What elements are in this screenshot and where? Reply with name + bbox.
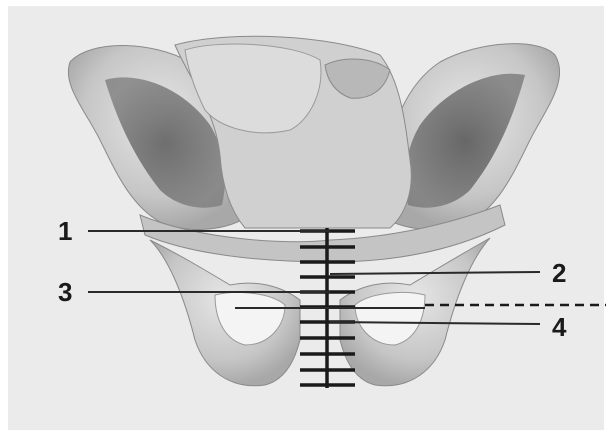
label-4: 4 — [552, 312, 567, 342]
label-2: 2 — [552, 258, 566, 288]
label-3: 3 — [58, 277, 72, 307]
label-1: 1 — [58, 216, 72, 246]
